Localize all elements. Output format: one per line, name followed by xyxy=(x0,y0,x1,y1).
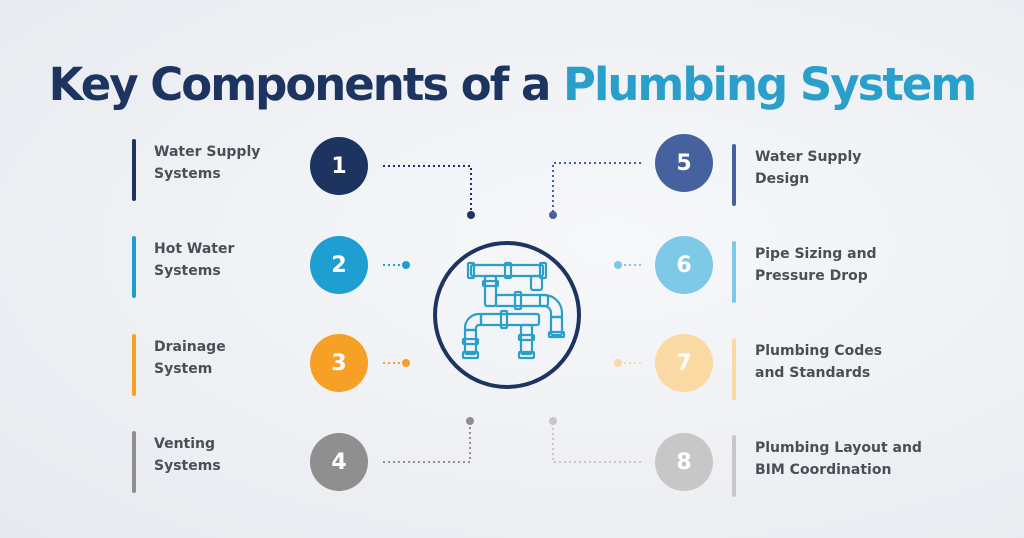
component-label-1: Water Supply Systems xyxy=(154,144,261,182)
accent-bar-3 xyxy=(132,334,136,396)
number-badge-3: 3 xyxy=(310,334,368,392)
connector-4-dot xyxy=(466,417,474,425)
number-badge-2: 2 xyxy=(310,236,368,294)
number-badge-4: 4 xyxy=(310,433,368,491)
component-label-3: Drainage System xyxy=(154,339,226,377)
title-part-1: Key Components of a xyxy=(48,58,563,111)
connector-5 xyxy=(552,162,641,215)
connector-3-dot xyxy=(402,359,410,367)
number-badge-5: 5 xyxy=(655,134,713,192)
connector-6-dot xyxy=(614,261,622,269)
accent-bar-4 xyxy=(132,431,136,493)
component-label-5: Water Supply Design xyxy=(755,149,862,187)
connector-4 xyxy=(383,421,471,463)
connector-8-dot xyxy=(549,417,557,425)
accent-bar-1 xyxy=(132,139,136,201)
accent-bar-5 xyxy=(732,144,736,206)
center-hub xyxy=(433,241,581,389)
title-part-2: Plumbing System xyxy=(562,58,977,111)
accent-bar-7 xyxy=(732,338,736,400)
component-label-4: Venting Systems xyxy=(154,436,221,474)
accent-bar-8 xyxy=(732,435,736,497)
connector-7-dot xyxy=(614,359,622,367)
accent-bar-2 xyxy=(132,236,136,298)
number-badge-1: 1 xyxy=(310,137,368,195)
number-badge-8: 8 xyxy=(655,433,713,491)
page-title: Key Components of a Plumbing System xyxy=(0,58,1024,111)
pipes-icon xyxy=(461,261,566,360)
number-badge-6: 6 xyxy=(655,236,713,294)
component-label-2: Hot Water Systems xyxy=(154,241,235,279)
connector-5-dot xyxy=(549,211,557,219)
component-label-6: Pipe Sizing and Pressure Drop xyxy=(755,246,877,284)
connector-1-dot xyxy=(467,211,475,219)
connector-2-dot xyxy=(402,261,410,269)
connector-1 xyxy=(383,165,472,215)
accent-bar-6 xyxy=(732,241,736,303)
component-label-8: Plumbing Layout and BIM Coordination xyxy=(755,440,922,478)
connector-8 xyxy=(552,421,641,463)
number-badge-7: 7 xyxy=(655,334,713,392)
component-label-7: Plumbing Codes and Standards xyxy=(755,343,883,381)
